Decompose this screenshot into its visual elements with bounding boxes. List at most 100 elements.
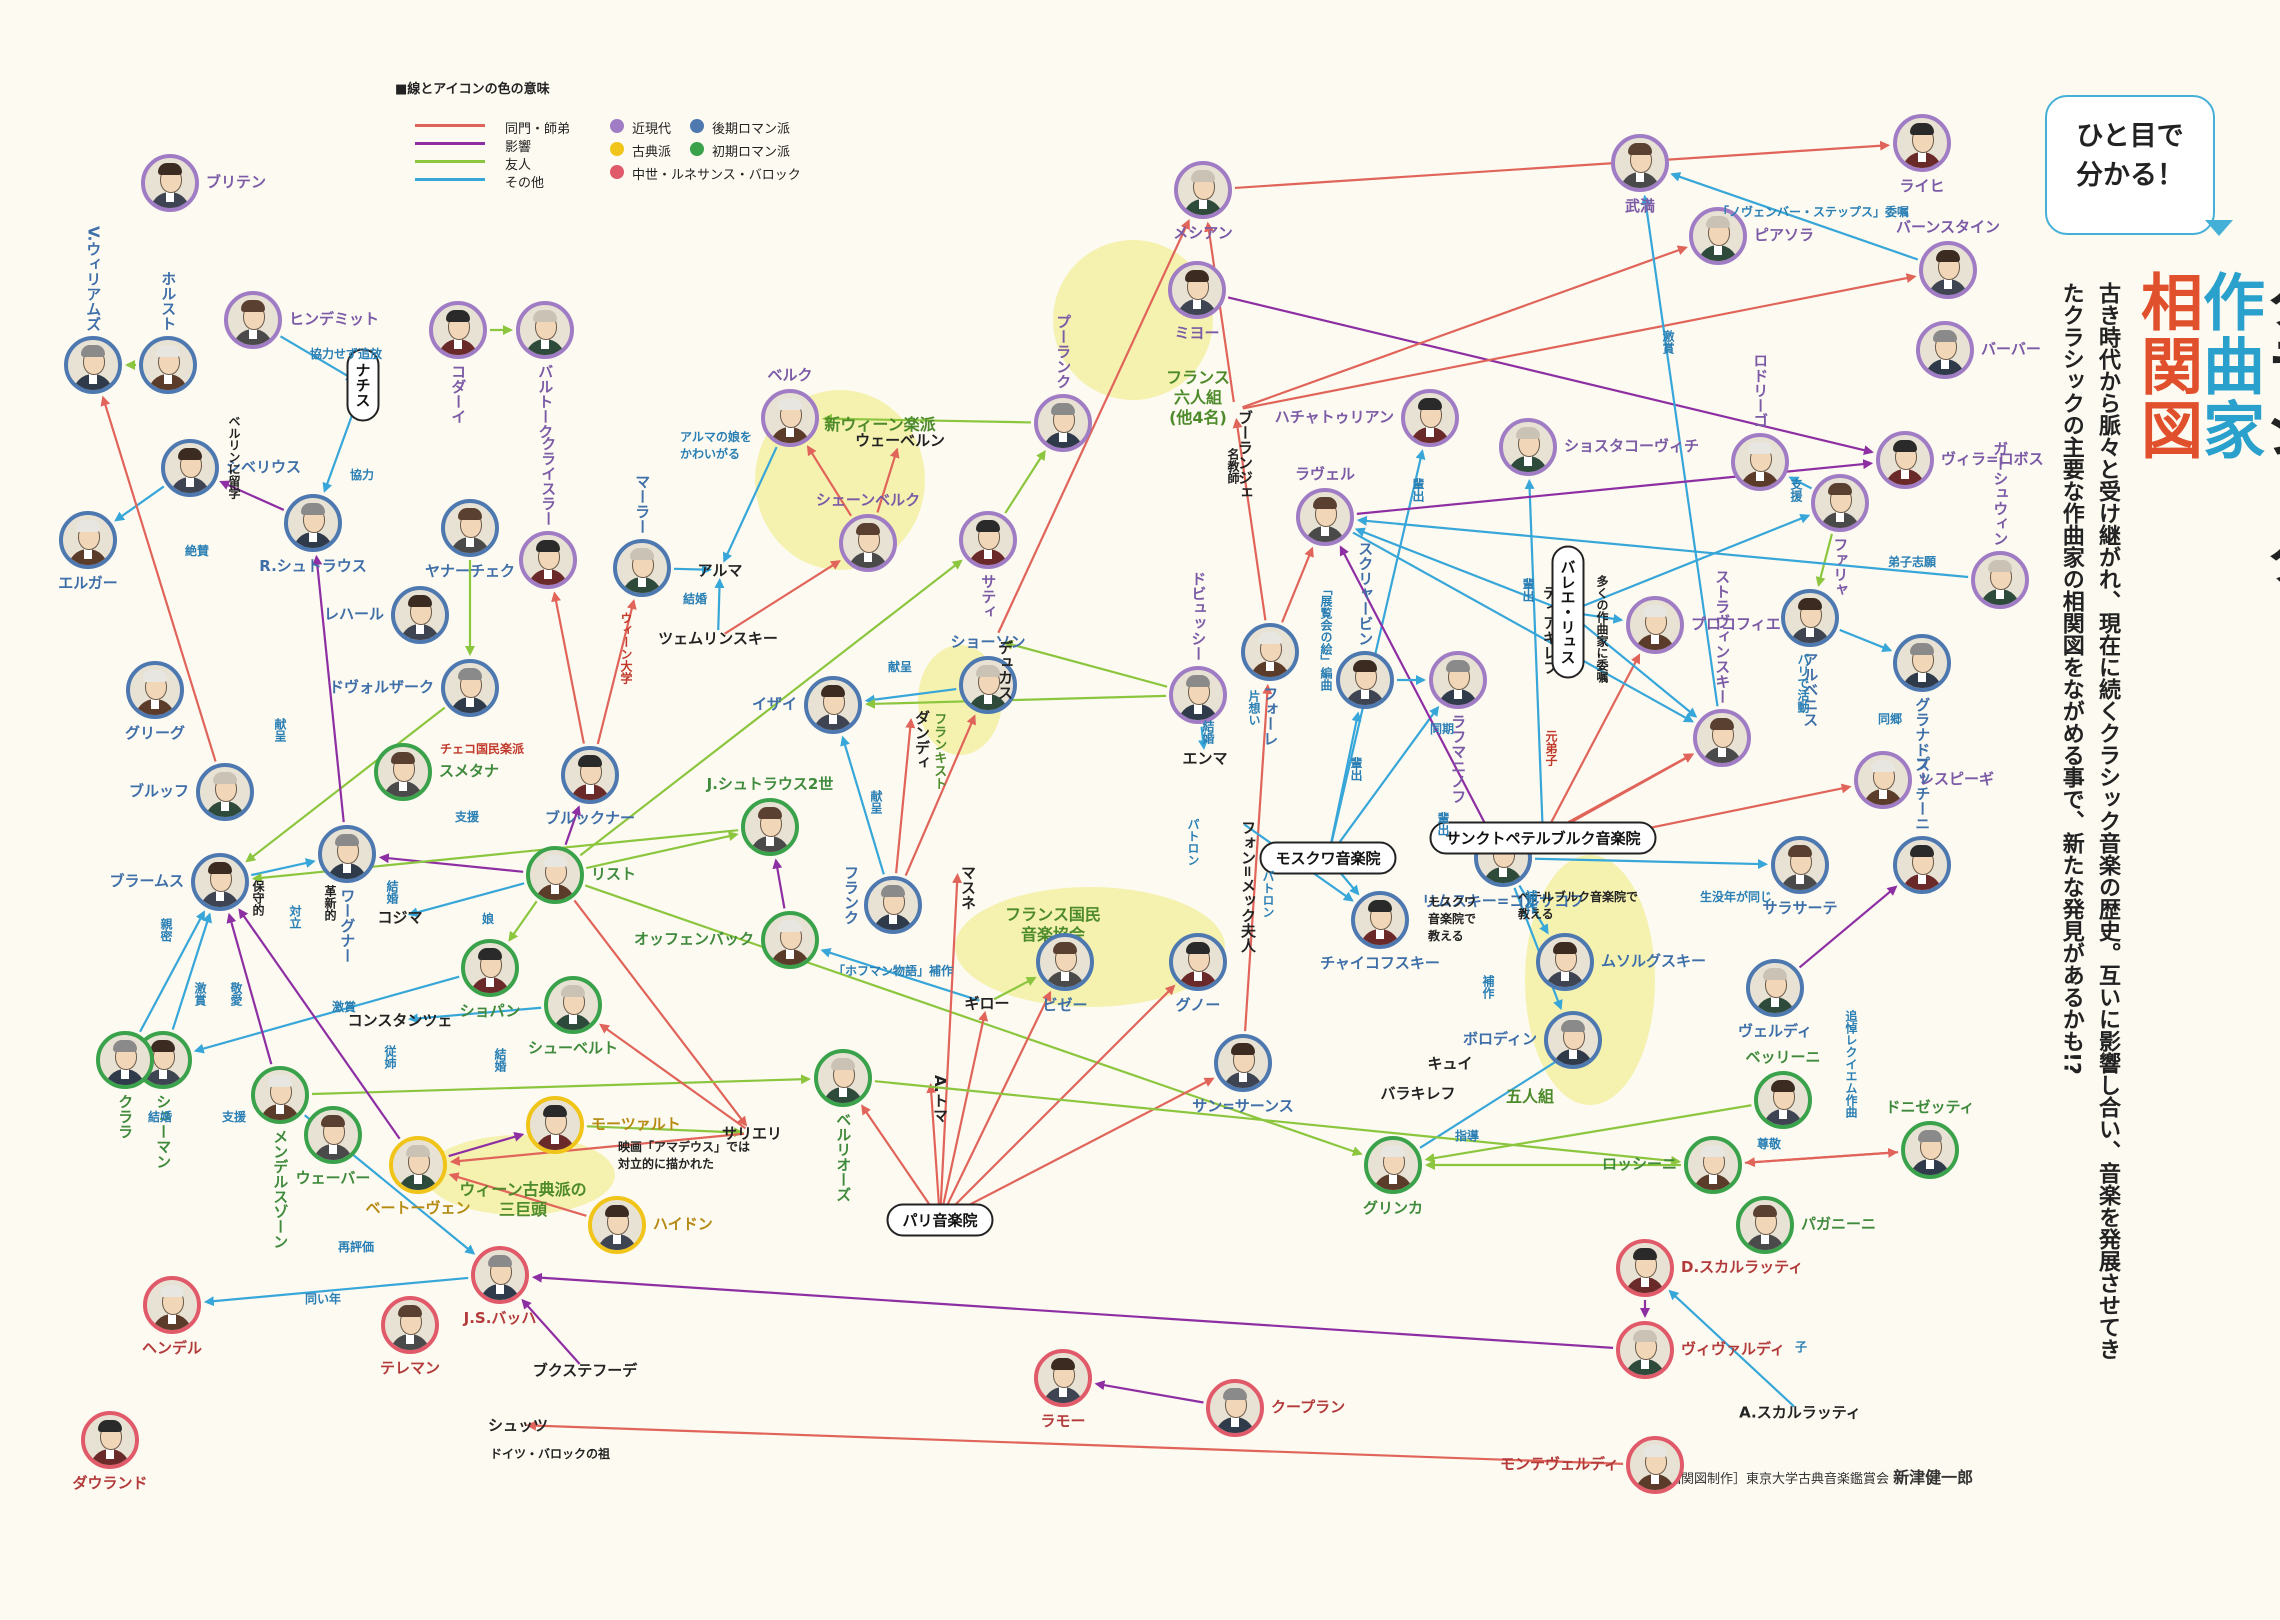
- person-cui[interactable]: キュイ: [1427, 1054, 1473, 1073]
- composer-name: R.シュトラウス: [259, 557, 367, 575]
- composer-name: プッチーニ: [1913, 756, 1932, 831]
- portrait-icon: [374, 743, 432, 801]
- composer-name: シベリウス: [226, 458, 302, 476]
- composer-name: レハール: [323, 605, 384, 623]
- portrait-icon: [804, 676, 862, 734]
- composer-name: ライヒ: [1899, 177, 1945, 195]
- institution-moscow[interactable]: モスクワ音楽院: [1259, 841, 1397, 875]
- composer-name: クライスラー: [539, 436, 558, 526]
- composer-name: ショパン: [459, 1002, 521, 1020]
- group-label-five: 五人組: [1505, 1087, 1555, 1106]
- link-wagner-rstrauss: [312, 554, 345, 823]
- relation-label: パリで活動: [1796, 653, 1810, 713]
- relation-label: 輩出: [1521, 578, 1535, 602]
- institution-nazis[interactable]: ナチス: [346, 348, 380, 422]
- relation-label: 結婚: [683, 592, 708, 606]
- composer-name: イザイ: [751, 695, 797, 713]
- composer-name: ラモー: [1040, 1412, 1086, 1430]
- relation-label: 結婚: [1201, 720, 1215, 744]
- portrait-icon: [1429, 651, 1487, 709]
- person-alma[interactable]: アルマ: [697, 561, 743, 580]
- composer-name: モンテヴェルディ: [1500, 1455, 1619, 1473]
- portrait-icon: [1034, 394, 1092, 452]
- composer-name: クープラン: [1271, 1398, 1346, 1416]
- link-bernstein-takemitsu: [1670, 172, 1919, 261]
- portrait-icon: [96, 1031, 154, 1089]
- portrait-icon: [161, 439, 219, 497]
- portrait-icon: [526, 1096, 584, 1154]
- portrait-icon: [1616, 1321, 1674, 1379]
- person-webern[interactable]: ウェーベルン: [855, 431, 945, 450]
- relation-label: 補作: [1524, 890, 1538, 914]
- link-ballets-ravel: [1354, 527, 1561, 611]
- portrait-icon: [1241, 623, 1299, 681]
- link-paris-guiraud: [940, 1010, 989, 1213]
- legend-line-swatch: [415, 142, 485, 145]
- person-cosima[interactable]: コジマ: [377, 908, 423, 927]
- link-ballets-stravinsky: [1573, 616, 1698, 718]
- link-liszt-bruckner: [564, 805, 581, 846]
- relation-label: アルマの娘を かわいがる: [680, 430, 752, 461]
- composer-name: ヴィラ=ロボス: [1941, 450, 2044, 468]
- portrait-icon: [761, 911, 819, 969]
- portrait-icon: [1893, 114, 1951, 172]
- person-balakirev[interactable]: バラキレフ: [1380, 1084, 1456, 1103]
- composer-name: ベルク: [767, 366, 813, 384]
- composer-name: V.ウィリアムズ: [84, 225, 103, 331]
- group-label-vienna-classic: ウィーン古典派の 三巨頭: [459, 1180, 587, 1219]
- portrait-icon: [814, 1049, 872, 1107]
- relation-label: 弟子志願: [1888, 555, 1937, 569]
- callout-tail: [2205, 220, 2233, 236]
- composer-name: ストラヴィンスキー: [1713, 569, 1732, 704]
- composer-name: ラフマニノフ: [1449, 714, 1468, 804]
- relation-label: 「展覧会の絵」編曲: [1319, 583, 1333, 691]
- composer-name: サティ: [979, 574, 998, 619]
- person-dukas[interactable]: デュカス: [996, 640, 1014, 700]
- link-liszt-jstrauss2: [585, 831, 739, 870]
- person-constanze[interactable]: コンスタンツェ: [347, 1011, 453, 1030]
- link-ballets-falla: [1575, 513, 1811, 611]
- composer-name: レスピーギ: [1919, 770, 1995, 788]
- link-liszt-chopin: [508, 900, 538, 942]
- composer-name: ボロディン: [1463, 1030, 1537, 1048]
- person-buxtehude[interactable]: ブクステフーデ: [532, 1361, 638, 1380]
- person-ascarlatti[interactable]: A.スカルラッティ: [1739, 1403, 1861, 1422]
- legend-title: ■線とアイコンの色の意味: [395, 82, 550, 97]
- portrait-icon: [1206, 1379, 1264, 1437]
- institution-ballets[interactable]: バレエ・リュス: [1551, 545, 1585, 679]
- institution-stpete[interactable]: サンクトペテルブルク音楽院: [1429, 821, 1657, 855]
- person-vonmeck[interactable]: フォン=メック夫人: [1239, 820, 1257, 953]
- relation-label: 補作: [1481, 975, 1495, 999]
- portrait-icon: [59, 511, 117, 569]
- person-schutz[interactable]: シュッツ: [487, 1416, 549, 1435]
- composer-name: ベッリーニ: [1745, 1048, 1821, 1066]
- portrait-icon: [141, 154, 199, 212]
- legend: ■線とアイコンの色の意味 同門・師弟影響友人その他近現代後期ロマン派古典派初期ロ…: [395, 78, 801, 191]
- link-bellini-glinka: [1424, 1104, 1752, 1164]
- relation-label: 敬愛: [229, 982, 243, 1006]
- person-athomas[interactable]: A.トマ: [931, 1075, 949, 1123]
- composer-name: グリーグ: [124, 724, 186, 742]
- link-messiaen-reich: [1234, 140, 1891, 190]
- person-guiraud[interactable]: ギロー: [964, 994, 1010, 1013]
- link-paris-saintsaens: [946, 1077, 1215, 1218]
- legend-line-swatch: [415, 124, 485, 127]
- person-emma[interactable]: エンマ: [1182, 749, 1228, 768]
- composer-name: D.スカルラッティ: [1681, 1258, 1804, 1276]
- person-boulanger[interactable]: ブーランジェ: [1236, 410, 1254, 500]
- credit: ［相関図制作］東京大学古典音楽鑑賞会 新津健一郎: [1655, 1464, 1973, 1488]
- person-zemlinsky[interactable]: ツェムリンスキー: [658, 629, 778, 648]
- composer-name: アルベニス: [1801, 652, 1820, 727]
- callout-line-1: ひと目で: [2076, 121, 2184, 152]
- person-dindy[interactable]: ダンディ: [913, 710, 931, 770]
- group-label-vienna2: 新ウィーン楽派: [824, 415, 936, 434]
- person-massenet[interactable]: マスネ: [959, 865, 977, 910]
- legend-line-swatch: [415, 178, 485, 181]
- person-salieri[interactable]: サリエリ: [721, 1124, 783, 1143]
- relation-label: 激賞: [193, 982, 207, 1006]
- portrait-icon: [1214, 1034, 1272, 1092]
- link-faure-ravel: [1281, 546, 1314, 623]
- portrait-icon: [839, 514, 897, 572]
- institution-paris[interactable]: パリ音楽院: [886, 1203, 994, 1237]
